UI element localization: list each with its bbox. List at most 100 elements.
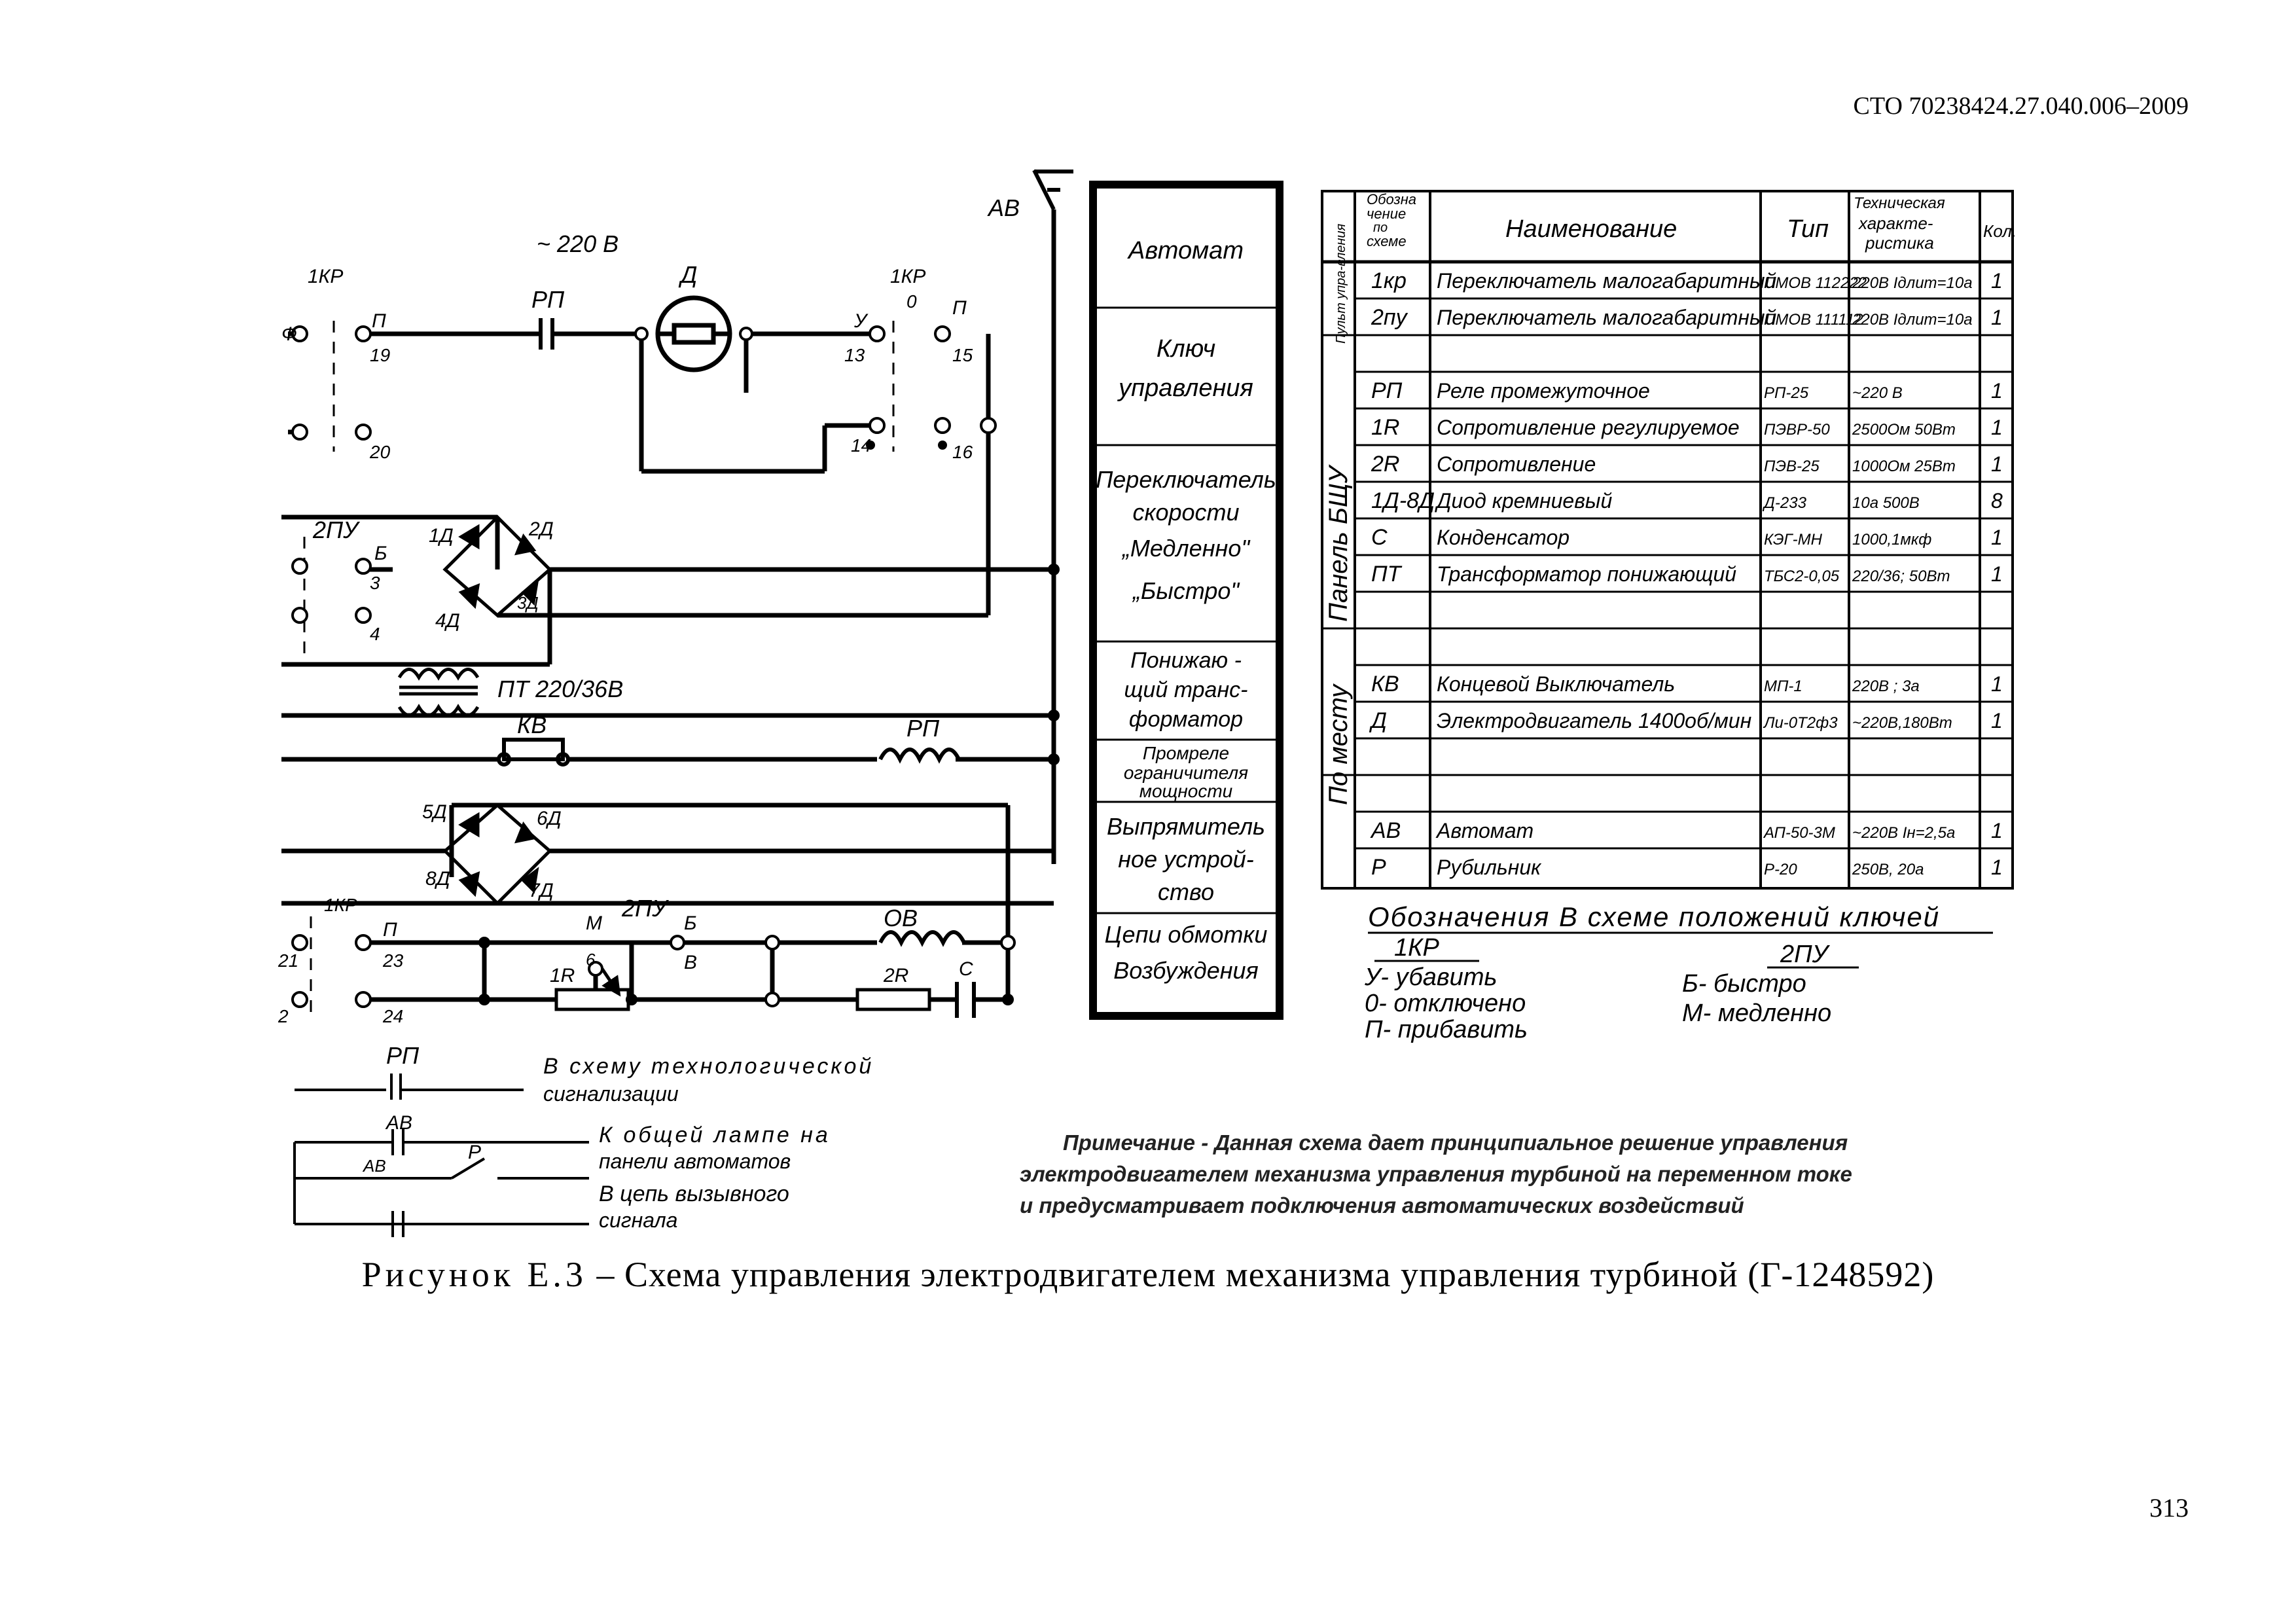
spec-cell-pos: С — [1371, 525, 1388, 550]
r2-label: 2R — [883, 965, 908, 986]
letter-m-1: М — [586, 912, 602, 934]
note-line: Примечание - Данная схема дает принципиа… — [1063, 1130, 1848, 1155]
junction-dots — [478, 441, 1060, 1005]
spec-cell-tech: ~220В,180Вт — [1852, 714, 1952, 732]
legend-rect-1: Выпрямитель — [1107, 813, 1265, 840]
terminals — [291, 325, 1016, 1008]
footer-line-2: сигнализации — [543, 1082, 679, 1106]
capacitor-c — [955, 982, 976, 1018]
diagram-note: Примечание - Данная схема дает принципиа… — [1020, 1127, 2001, 1221]
legend-trans-3: форматор — [1129, 707, 1243, 732]
spec-cell-type: АП-50-3М — [1763, 824, 1835, 842]
terminal-16: 16 — [952, 442, 973, 462]
document-code: СТО 70238424.27.040.006–2009 — [1853, 92, 2189, 120]
switch-2pu-label: 2ПУ — [312, 516, 360, 543]
th-type: Тип — [1787, 215, 1829, 243]
th-pos-1: Обозна — [1367, 191, 1416, 208]
spec-cell-type: ПЭВ-25 — [1764, 458, 1820, 475]
switch-mechanical-links — [303, 321, 895, 1021]
spec-cell-type: МП-1 — [1764, 677, 1803, 695]
spec-cell-name: Электродвигатель 1400об/мин — [1437, 709, 1751, 732]
letter-p-2: П — [952, 297, 967, 319]
spec-cell-qty: 1 — [1991, 416, 2003, 439]
legend-speed-1: Переключатель — [1096, 466, 1276, 493]
spec-cell-pos: АВ — [1370, 818, 1401, 843]
spec-cell-type: Р-20 — [1764, 861, 1797, 878]
spec-cell-pos: 1R — [1371, 415, 1399, 440]
spec-cell-pos: Р — [1371, 855, 1386, 880]
spec-cell-type: КЭГ-МН — [1764, 531, 1823, 549]
spec-cell-qty: 1 — [1991, 819, 2003, 842]
footer-line-3: К общей лампе на — [599, 1123, 831, 1147]
spec-cell-qty: 1 — [1991, 709, 2003, 732]
spec-cell-pos: 1Д-8Д — [1371, 488, 1435, 513]
switch-2pu-label-bottom: 2ПУ — [621, 895, 669, 922]
rp-footer-label: РП — [386, 1042, 420, 1069]
spec-cell-name: Сопротивление регулируемое — [1437, 416, 1740, 439]
resistor-1r — [554, 967, 630, 1011]
figure-caption: Рисунок Е.3 – Схема управления электродв… — [0, 1254, 2296, 1295]
key-col1-title: 1КР — [1394, 934, 1440, 962]
th-pos-4: схеме — [1367, 233, 1407, 249]
spec-cell-pos: КВ — [1371, 672, 1399, 696]
terminal-3: 3 — [370, 573, 380, 593]
letter-p-1: П — [372, 310, 386, 332]
diode-1d: 1Д — [429, 525, 454, 547]
spec-cell-tech: ~220В Ін=2,5а — [1852, 824, 1955, 842]
letter-o-1: 0 — [906, 291, 917, 312]
legend-trans-2: щий транс- — [1124, 677, 1248, 702]
th-name: Наименование — [1505, 215, 1677, 243]
letter-b-2: Б — [684, 912, 697, 934]
key-col1-1: 0- отключено — [1365, 990, 1526, 1017]
th-tech-1: Техническая — [1854, 194, 1945, 212]
footer-line-6: сигнала — [599, 1208, 677, 1232]
spec-cell-tech: 10а 500В — [1852, 494, 1920, 512]
legend-relay-2: ограничителя — [1124, 763, 1248, 783]
key-positions: Обозначения В схеме положений ключей 1КР… — [1364, 901, 1993, 1043]
rp-coil-label: РП — [906, 715, 940, 742]
spec-cell-type: РП-25 — [1764, 384, 1809, 402]
rp-contact-label: РП — [531, 286, 565, 313]
av-breaker — [1032, 169, 1073, 211]
wires — [281, 209, 1056, 1002]
letter-b-1: Б — [374, 543, 387, 564]
page-number: 313 — [2149, 1493, 2189, 1523]
legend-key-1: Ключ — [1157, 335, 1215, 363]
spec-cell-name: Переключатель малогабаритный — [1437, 306, 1777, 329]
spec-cell-qty: 1 — [1991, 562, 2003, 586]
terminal-19: 19 — [370, 345, 390, 365]
key-col2-1: М- медленно — [1682, 1000, 1831, 1027]
footer-line-1: В схему технологической — [543, 1054, 874, 1079]
c-label: С — [959, 958, 973, 980]
legend-key-2: управления — [1117, 374, 1253, 402]
spec-cell-qty: 1 — [1991, 672, 2003, 696]
spec-cell-pos: 2пу — [1371, 305, 1408, 330]
motor-label: Д — [678, 261, 697, 288]
legend-exc-1: Цепи обмотки — [1105, 921, 1268, 948]
diode-7d: 7Д — [529, 880, 554, 901]
spec-cell-tech: 1000Ом 25Вт — [1852, 458, 1956, 475]
ov-label: ОВ — [884, 905, 918, 931]
legend-speed-4: „Быстро" — [1132, 577, 1241, 604]
kv-switch — [497, 738, 570, 767]
spec-cell-name: Реле промежуточное — [1437, 379, 1650, 403]
spec-cell-name: Трансформатор понижающий — [1437, 562, 1736, 586]
spec-cell-qty: 1 — [1991, 306, 2003, 329]
legend-trans-1: Понижаю - — [1130, 648, 1242, 673]
note-line: и предусматривает подключения автоматиче… — [1020, 1193, 1744, 1218]
caption-lead: Рисунок Е.3 — [361, 1255, 587, 1294]
diode-6d: 6Д — [537, 808, 562, 829]
diode-5d: 5Д — [422, 801, 447, 823]
switch-1kr-label-bottom: 1КР — [324, 895, 357, 915]
legend-speed-3: „Медленно" — [1121, 535, 1251, 562]
group-local: По месту — [1324, 683, 1353, 805]
spec-cell-pos: 1кр — [1371, 268, 1407, 293]
supply-label: ~ 220 В — [537, 230, 619, 257]
spec-cell-pos: РП — [1371, 378, 1403, 403]
p-footer-label: Р — [468, 1142, 481, 1163]
spec-cell-pos: Д — [1369, 708, 1387, 733]
diode-bridge-1 — [442, 514, 552, 618]
spec-cell-qty: 1 — [1991, 269, 2003, 293]
footer-contacts — [293, 1074, 589, 1237]
spec-cell-tech: 220В Ідлит=10а — [1852, 311, 1973, 329]
